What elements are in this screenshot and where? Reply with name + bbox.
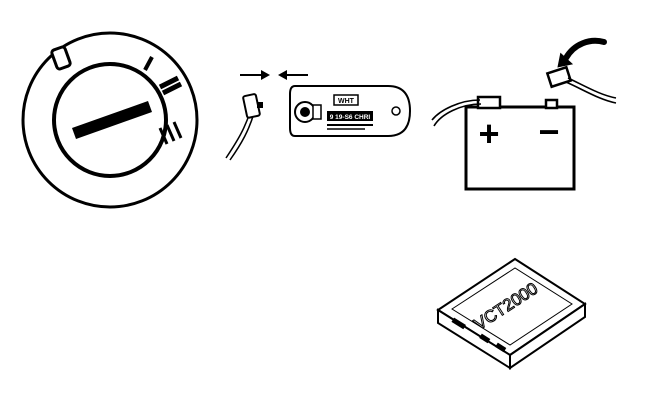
connect-arrows [240, 70, 308, 80]
battery-clamp-icon [545, 65, 617, 104]
ignition-switch-icon [21, 31, 199, 209]
connector-code: 9 19-S6 CHRI [330, 114, 371, 121]
connector-label: WHT [338, 98, 355, 105]
ignition-mark-I [143, 56, 154, 71]
battery-icon: + − [431, 95, 576, 191]
control-module-icon: VCT2000 [436, 257, 587, 370]
battery-minus-label: − [538, 111, 559, 152]
diagnostic-connector-icon: WHT 9 19-S6 CHRI [289, 85, 412, 137]
diagnostic-plug-icon [225, 93, 263, 161]
ignition-mark-0 [50, 45, 72, 71]
ignition-mark-III [158, 121, 183, 145]
arrow-right-icon [240, 70, 270, 80]
curved-arrow-icon [557, 37, 607, 68]
ignition-mark-II [158, 75, 183, 96]
arrow-left-icon [278, 70, 308, 80]
battery-plus-label: + [478, 113, 499, 154]
